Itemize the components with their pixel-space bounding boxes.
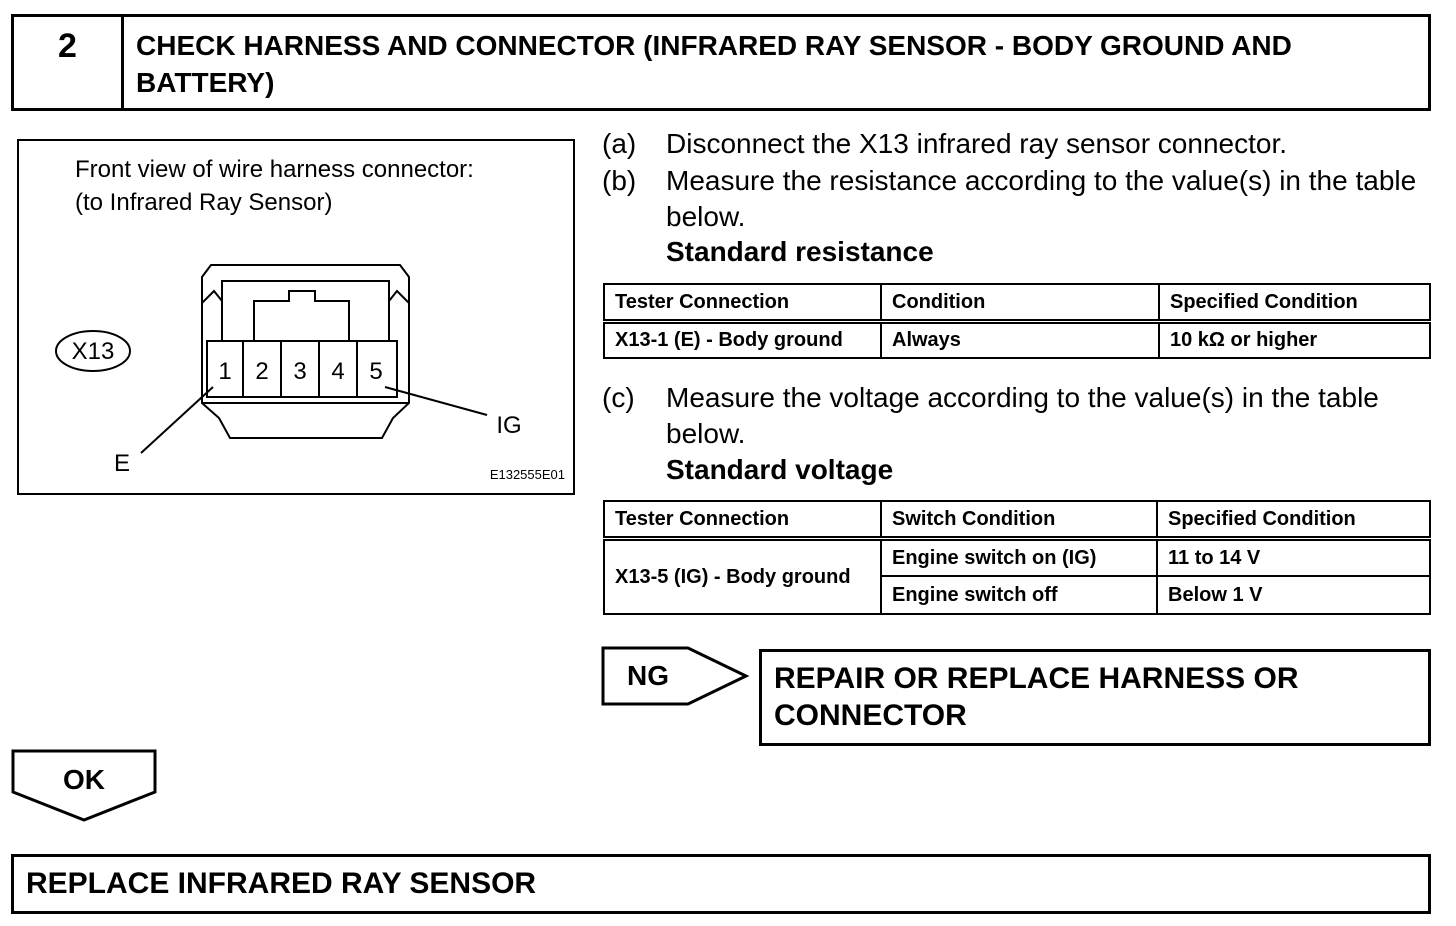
voltage-cell-switch-2: Engine switch off <box>880 575 1158 615</box>
standard-resistance-title: Standard resistance <box>666 236 934 267</box>
resistance-header-condition: Condition <box>880 283 1160 324</box>
step-c-text: Measure the voltage according to the val… <box>666 382 1379 449</box>
resistance-cell-tester: X13-1 (E) - Body ground <box>603 320 882 359</box>
connector-latch <box>253 290 350 341</box>
resistance-header-specified: Specified Condition <box>1158 283 1431 324</box>
voltage-table: Tester Connection Switch Condition Speci… <box>603 500 1431 615</box>
ok-result-text: REPLACE INFRARED RAY SENSOR <box>26 867 537 900</box>
step-b-key: (b) <box>602 165 637 196</box>
ng-result-box: REPAIR OR REPLACE HARNESS OR CONNECTOR <box>759 649 1431 746</box>
leader-line-e <box>140 386 214 454</box>
voltage-cell-specified-1: 11 to 14 V <box>1156 537 1431 577</box>
connector-diagram: Front view of wire harness connector: (t… <box>17 139 575 495</box>
connector-drawing: X13 1 2 3 4 5 E IG E132555E01 <box>55 264 565 482</box>
ok-label: OK <box>63 764 105 795</box>
step-a-text: Disconnect the X13 infrared ray sensor c… <box>666 128 1288 159</box>
pin-4-label: 4 <box>331 358 344 385</box>
connector-outer-housing <box>201 264 410 303</box>
ng-result-text: REPAIR OR REPLACE HARNESS OR CONNECTOR <box>774 662 1299 732</box>
voltage-cell-specified-2: Below 1 V <box>1156 575 1431 615</box>
figure-code: E132555E01 <box>490 467 565 482</box>
diagram-caption: Front view of wire harness connector: (t… <box>75 153 474 219</box>
standard-voltage-title: Standard voltage <box>666 454 894 485</box>
step-number: 2 <box>14 17 124 108</box>
pin-1-label: 1 <box>218 358 231 385</box>
connector-id-ellipse <box>55 330 131 372</box>
voltage-cell-switch-1: Engine switch on (IG) <box>880 537 1158 577</box>
voltage-header-switch: Switch Condition <box>880 500 1158 541</box>
ok-arrow: OK <box>11 749 157 822</box>
step-a-key: (a) <box>602 128 637 159</box>
connector-id-label: X13 <box>72 338 115 365</box>
terminal-e-label: E <box>114 450 130 477</box>
step-title: CHECK HARNESS AND CONNECTOR (INFRARED RA… <box>136 30 1292 98</box>
voltage-header-tester: Tester Connection <box>603 500 882 541</box>
diagram-caption-line2: (to Infrared Ray Sensor) <box>75 189 333 216</box>
step-c-key: (c) <box>602 382 635 413</box>
ng-label: NG <box>627 660 669 691</box>
table-row: X13-5 (IG) - Body ground Engine switch o… <box>603 537 1431 615</box>
step-b-text: Measure the resistance according to the … <box>666 165 1417 232</box>
connector-inner-housing <box>221 280 390 341</box>
step-c: (c) Measure the voltage according to the… <box>602 380 1442 490</box>
pin-2-label: 2 <box>255 358 268 385</box>
terminal-ig-label: IG <box>496 412 521 439</box>
steps-a-b: (a) Disconnect the X13 infrared ray sens… <box>602 126 1442 276</box>
connector-outer-body <box>201 303 410 439</box>
step-header: 2 CHECK HARNESS AND CONNECTOR (INFRARED … <box>11 14 1431 111</box>
pin-5-label: 5 <box>369 358 382 385</box>
table-row: X13-1 (E) - Body ground Always 10 kΩ or … <box>603 320 1431 359</box>
voltage-cell-tester: X13-5 (IG) - Body ground <box>603 537 882 615</box>
diagram-caption-line1: Front view of wire harness connector: <box>75 156 474 183</box>
table-row: Engine switch off Below 1 V <box>604 575 1431 615</box>
pin-row-frame <box>206 340 398 398</box>
pin-3-label: 3 <box>293 358 306 385</box>
ok-result-box: REPLACE INFRARED RAY SENSOR <box>11 854 1431 914</box>
resistance-header-tester: Tester Connection <box>603 283 882 324</box>
resistance-table: Tester Connection Condition Specified Co… <box>603 283 1431 359</box>
resistance-cell-condition: Always <box>880 320 1160 359</box>
ng-arrow: NG <box>601 646 750 706</box>
resistance-cell-specified: 10 kΩ or higher <box>1158 320 1431 359</box>
voltage-header-specified: Specified Condition <box>1156 500 1431 541</box>
leader-line-ig <box>384 386 488 416</box>
